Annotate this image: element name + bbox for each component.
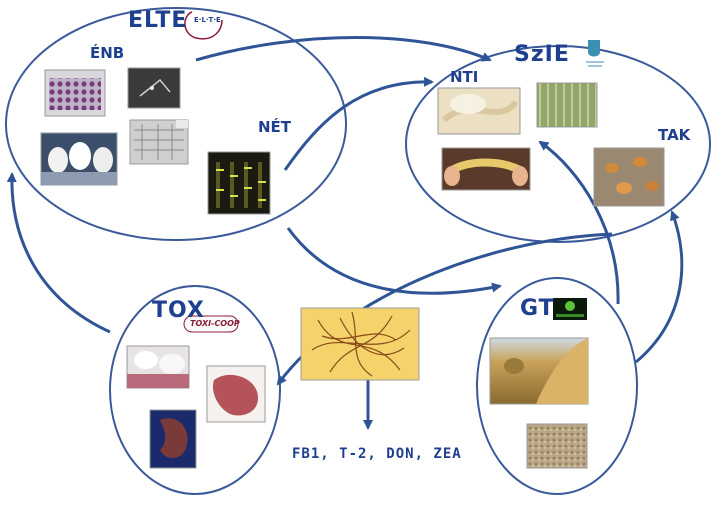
nti-label: NTI bbox=[450, 68, 479, 86]
microplate-image bbox=[44, 69, 106, 117]
net-label: NÉT bbox=[258, 118, 292, 136]
gt-title: GT bbox=[520, 296, 555, 321]
elte-ellipse bbox=[5, 7, 347, 241]
toxi-coop-logo-text: TOXI-COOP bbox=[190, 319, 240, 328]
rats-image bbox=[126, 345, 190, 389]
electrophoresis-gel-image bbox=[207, 151, 271, 215]
lab-mice-image bbox=[40, 132, 118, 186]
arrow-elte-to-szie bbox=[195, 36, 492, 62]
gt-ellipse bbox=[476, 277, 638, 495]
chickens-image bbox=[593, 147, 665, 207]
arrow-elte-to-gt bbox=[286, 227, 502, 295]
arrow-gt-to-tak bbox=[635, 210, 684, 364]
arrow-tox-to-elte bbox=[6, 172, 111, 334]
microscopy-image bbox=[127, 67, 181, 109]
gt-logo bbox=[553, 298, 587, 320]
dough-image bbox=[437, 87, 521, 135]
elte-title: ELTE bbox=[128, 8, 188, 33]
kidney-image bbox=[149, 409, 197, 469]
grain-image bbox=[526, 423, 588, 469]
szie-ellipse bbox=[405, 45, 711, 243]
field-bales-image bbox=[489, 337, 589, 405]
enb-label: ÉNB bbox=[90, 44, 125, 62]
toxi-coop-logo bbox=[183, 315, 239, 333]
gel-blot-image bbox=[129, 119, 189, 165]
liver-image bbox=[206, 365, 266, 423]
wheat-image bbox=[536, 82, 598, 128]
toxins-caption: FB1, T-2, DON, ZEA bbox=[292, 446, 462, 462]
tak-label: TAK bbox=[658, 126, 691, 144]
szie-logo bbox=[586, 40, 604, 67]
dough-stretch-image bbox=[441, 147, 531, 191]
elte-logo bbox=[184, 11, 223, 40]
arrow-net-to-nti bbox=[283, 76, 434, 171]
elte-logo-text: E·L·T·E bbox=[194, 16, 221, 24]
tox-ellipse bbox=[109, 285, 281, 495]
fungus-image bbox=[300, 307, 420, 381]
szie-title: SzIE bbox=[514, 42, 570, 67]
tox-title: TOX bbox=[152, 298, 205, 323]
